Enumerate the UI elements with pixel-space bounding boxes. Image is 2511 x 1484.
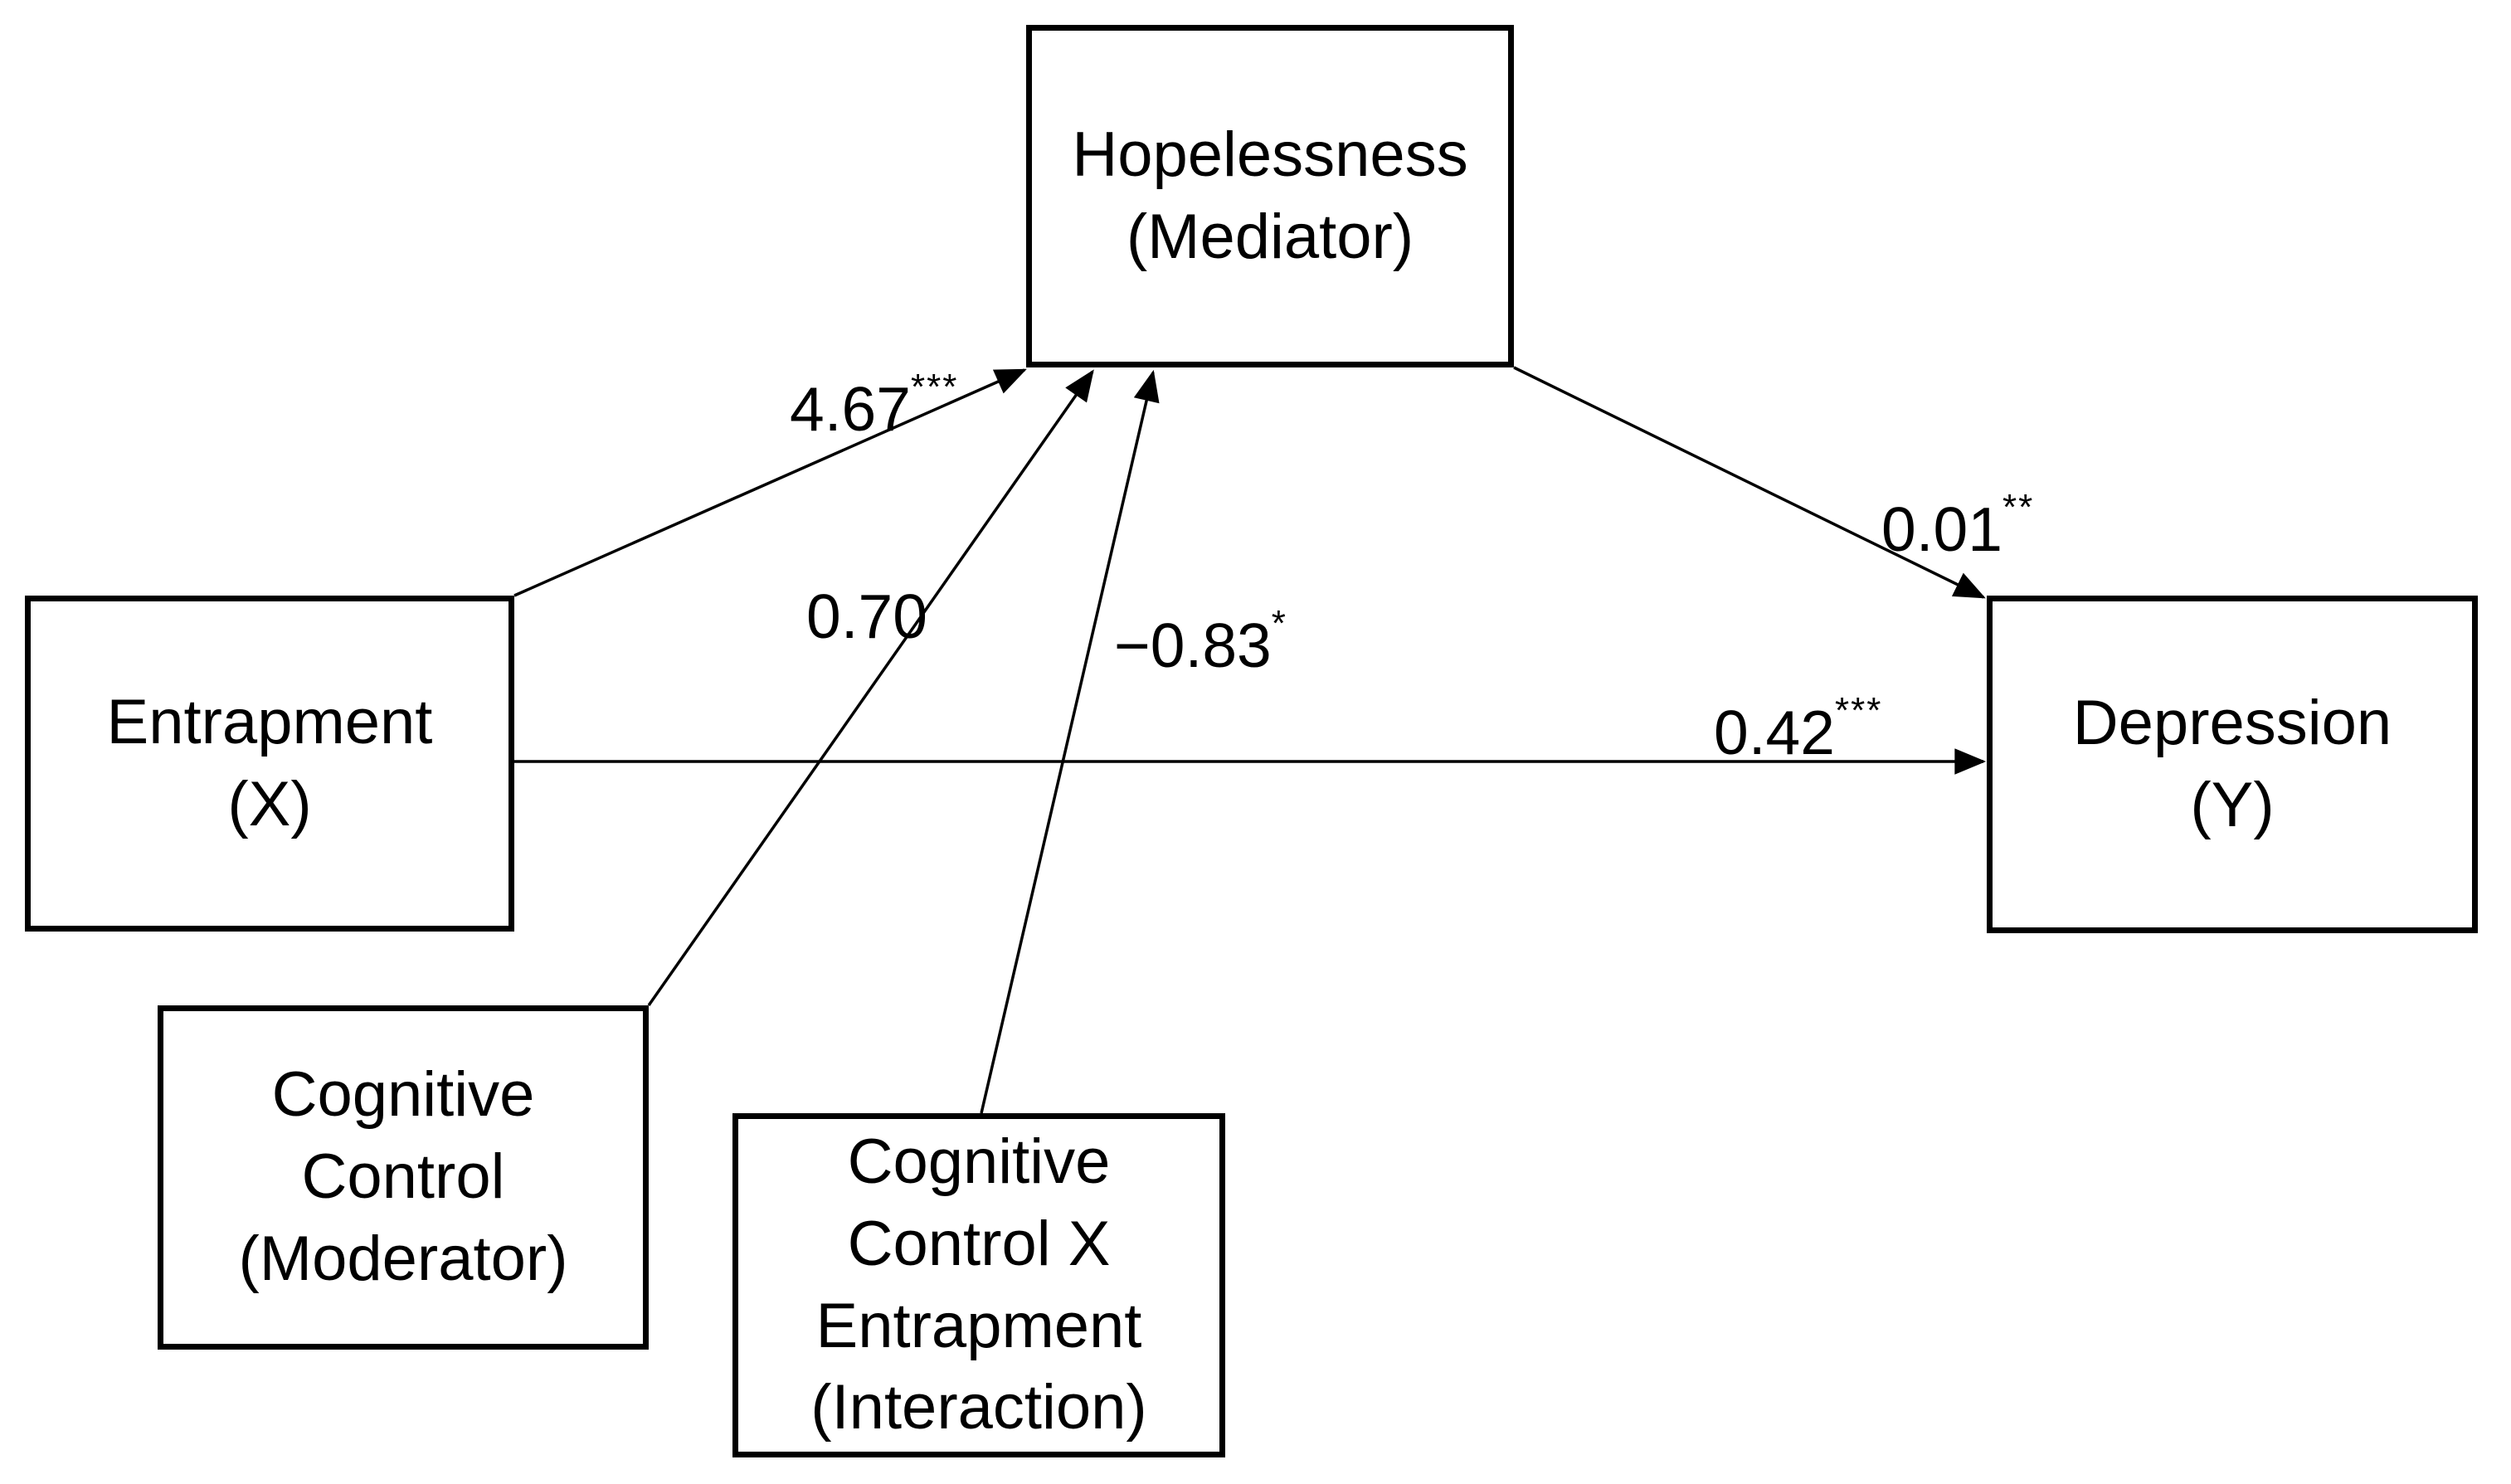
coefficient-value: 4.67: [790, 374, 911, 444]
node-label-line: Depression: [2072, 687, 2392, 758]
node-hopelessness-mediator: Hopelessness (Mediator): [1026, 25, 1514, 367]
node-label-line: Cognitive: [271, 1059, 535, 1131]
coefficient-value: 0.01: [1881, 494, 2002, 564]
node-label-line: Control: [301, 1141, 505, 1213]
b-path-arrow: [1513, 366, 1986, 599]
node-label-line: (Y): [2190, 769, 2275, 840]
moderator-path-arrow: [647, 369, 1094, 1007]
node-label-line: (Interaction): [810, 1372, 1147, 1443]
a-path-arrow: [513, 368, 1027, 597]
path-coefficient-direct: 0.42***: [1714, 693, 1882, 764]
interaction-path-arrow: [980, 369, 1160, 1114]
node-label-line: Hopelessness: [1072, 119, 1468, 190]
coefficient-value: −0.83: [1114, 611, 1272, 680]
node-label-line: (Moderator): [238, 1223, 568, 1294]
significance-stars: **: [2002, 487, 2035, 528]
node-depression-y: Depression (Y): [1987, 596, 2478, 933]
node-label-line: Entrapment: [815, 1290, 1142, 1361]
node-label-line: Cognitive: [847, 1126, 1111, 1197]
path-coefficient-b: 0.01**: [1881, 489, 2034, 561]
node-label-line: Entrapment: [106, 686, 433, 757]
node-cognitive-control-moderator: Cognitive Control (Moderator): [158, 1005, 649, 1350]
node-entrapment-x: Entrapment (X): [25, 596, 514, 932]
significance-stars: ***: [1834, 690, 1883, 731]
node-label-line: (Mediator): [1126, 201, 1414, 272]
coefficient-value: 0.42: [1714, 698, 1835, 767]
node-label-line: (X): [227, 768, 312, 839]
node-interaction-term: Cognitive Control X Entrapment (Interact…: [732, 1113, 1225, 1457]
node-label-line: Control X: [847, 1208, 1111, 1279]
significance-stars: *: [1271, 603, 1287, 644]
path-coefficient-moderator: 0.70: [806, 577, 927, 648]
significance-stars: ***: [910, 367, 959, 407]
path-coefficient-a: 4.67***: [790, 369, 958, 440]
coefficient-value: 0.70: [806, 581, 927, 651]
path-coefficient-interaction: −0.83*: [1114, 606, 1287, 677]
